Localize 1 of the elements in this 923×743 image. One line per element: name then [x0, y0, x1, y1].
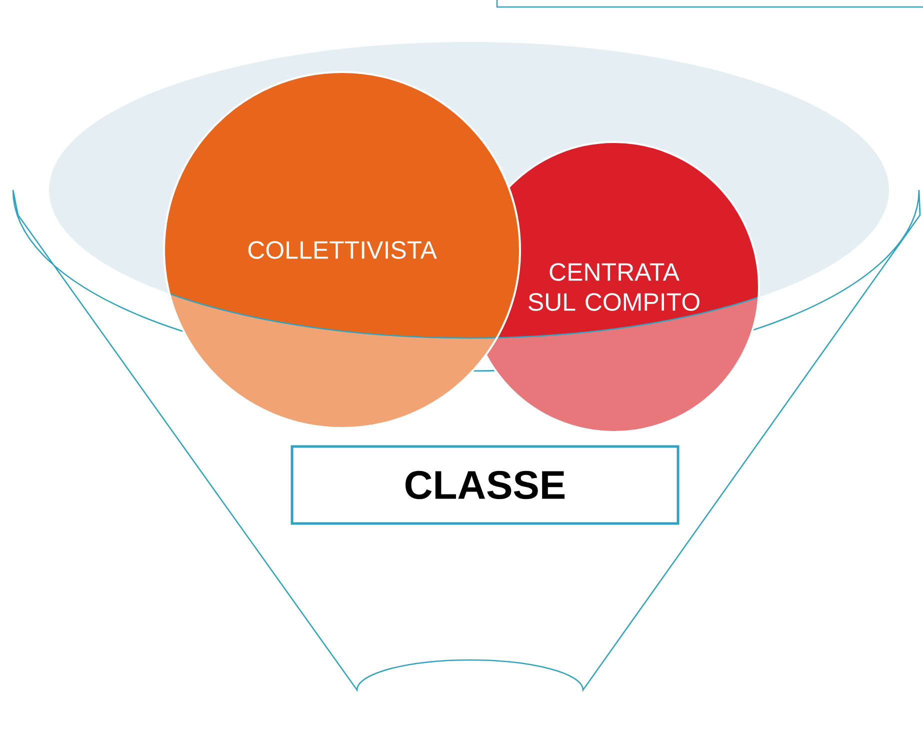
label-box: CLASSE — [290, 445, 680, 525]
